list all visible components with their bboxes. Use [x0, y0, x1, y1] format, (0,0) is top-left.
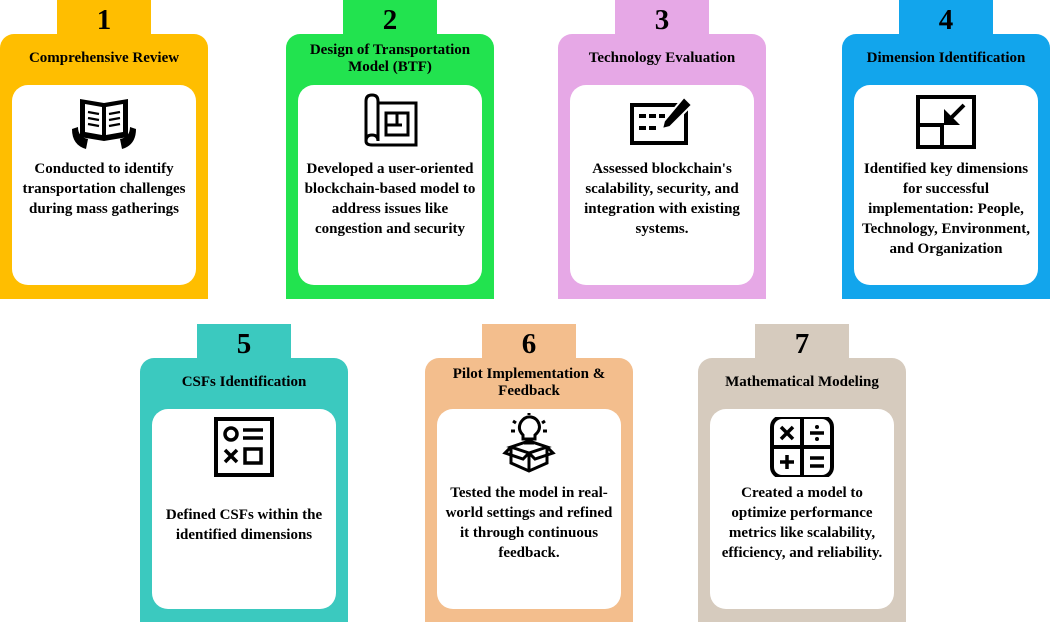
step-body: Design of Transportation Model (BTF) Dev… [286, 34, 494, 299]
step-title: Comprehensive Review [28, 50, 180, 66]
step-number-tab: 2 [343, 0, 437, 38]
step-description: Developed a user-oriented blockchain-bas… [304, 161, 476, 237]
step-number-tab: 7 [755, 324, 849, 362]
step-body: Pilot Implementation & Feedback Tested t… [425, 358, 633, 622]
step-description: Assessed blockchain's scalability, secur… [584, 161, 740, 237]
step-title: Technology Evaluation [588, 50, 736, 66]
step-panel: Identified key dimensions for successful… [854, 85, 1038, 285]
step-panel: Developed a user-oriented blockchain-bas… [298, 85, 482, 285]
lightbulb-box-icon [493, 413, 565, 473]
step-title: Dimension Identification [866, 50, 1026, 66]
step-title: Mathematical Modeling [725, 374, 879, 390]
step-body: Mathematical Modeling Cre [698, 358, 906, 622]
step-title: Pilot Implementation & Feedback [452, 366, 606, 399]
step-body: Dimension Identification Identified key … [842, 34, 1050, 299]
step-description: Tested the model in real-world settings … [445, 485, 613, 561]
step-number-tab: 4 [899, 0, 993, 38]
calculator-icon [766, 417, 838, 477]
step-body: CSFs Identification Defined CSFs within … [140, 358, 348, 622]
step-description: Identified key dimensions for successful… [862, 161, 1030, 257]
step-description: Defined CSFs within the identified dimen… [165, 507, 323, 543]
step-panel: Tested the model in real-world settings … [437, 409, 621, 609]
evaluation-form-icon [626, 93, 698, 153]
step-panel: Assessed blockchain's scalability, secur… [570, 85, 754, 285]
step-panel: Conducted to identify transportation cha… [12, 85, 196, 285]
step-body: Technology Evaluation Assessed blockchai… [558, 34, 766, 299]
blueprint-icon [354, 91, 426, 151]
step-title: CSFs Identification [181, 374, 307, 390]
step-number-tab: 3 [615, 0, 709, 38]
step-body: Comprehensive Review Conducted to identi… [0, 34, 208, 299]
step-number-tab: 1 [57, 0, 151, 38]
step-number-tab: 5 [197, 324, 291, 362]
book-icon [68, 93, 140, 153]
step-title: Design of Transportation Model (BTF) [309, 42, 471, 75]
step-description: Conducted to identify transportation cha… [22, 161, 186, 217]
step-panel: Created a model to optimize performance … [710, 409, 894, 609]
resize-icon [910, 93, 982, 153]
step-panel: Defined CSFs within the identified dimen… [152, 409, 336, 609]
step-description: Created a model to optimize performance … [721, 485, 883, 561]
step-number-tab: 6 [482, 324, 576, 362]
checklist-icon [208, 417, 280, 477]
